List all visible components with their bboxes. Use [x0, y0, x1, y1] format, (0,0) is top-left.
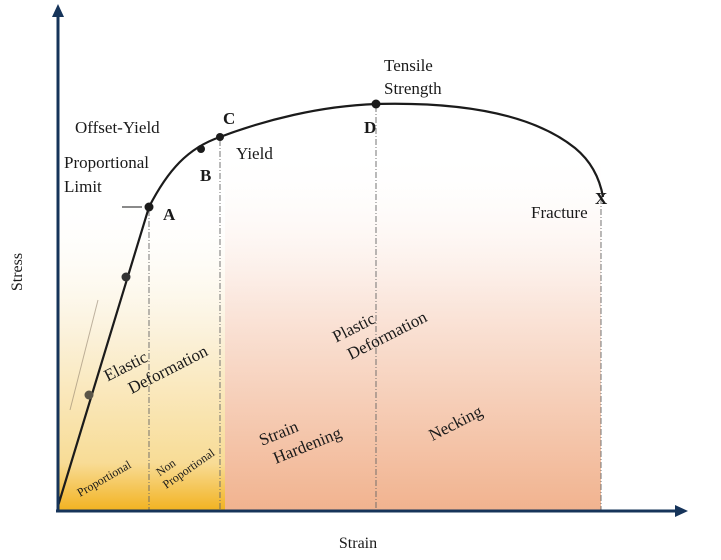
marker-c: [216, 133, 224, 141]
marker-elastic-point: [121, 272, 131, 282]
point-c-label: C: [223, 109, 235, 128]
y-axis-arrow-icon: [52, 4, 64, 17]
offset-yield-line: [69, 299, 99, 411]
elastic-region-fill: [58, 195, 225, 510]
marker-b: [197, 145, 205, 153]
plastic-region-fill: [225, 150, 601, 510]
yield-label: Yield: [236, 144, 273, 163]
y-axis-label: Stress: [9, 253, 26, 291]
tensile-strength-label-line2: Strength: [384, 79, 442, 98]
x-axis-label: Strain: [339, 535, 377, 552]
fracture-label: Fracture: [531, 203, 588, 222]
tensile-strength-label-line1: Tensile: [384, 56, 433, 75]
point-a-label: A: [163, 205, 176, 224]
marker-proportional-limit: [144, 202, 154, 212]
point-x-label: X: [595, 189, 608, 208]
point-d-label: D: [364, 118, 376, 137]
marker-d: [371, 99, 381, 109]
offset-yield-label: Offset-Yield: [75, 118, 160, 137]
x-axis-arrow-icon: [675, 505, 688, 517]
proportional-limit-label-line2: Limit: [64, 177, 102, 196]
proportional-limit-label-line1: Proportional: [64, 153, 149, 172]
marker-offset-point: [84, 390, 94, 400]
point-b-label: B: [200, 166, 211, 185]
